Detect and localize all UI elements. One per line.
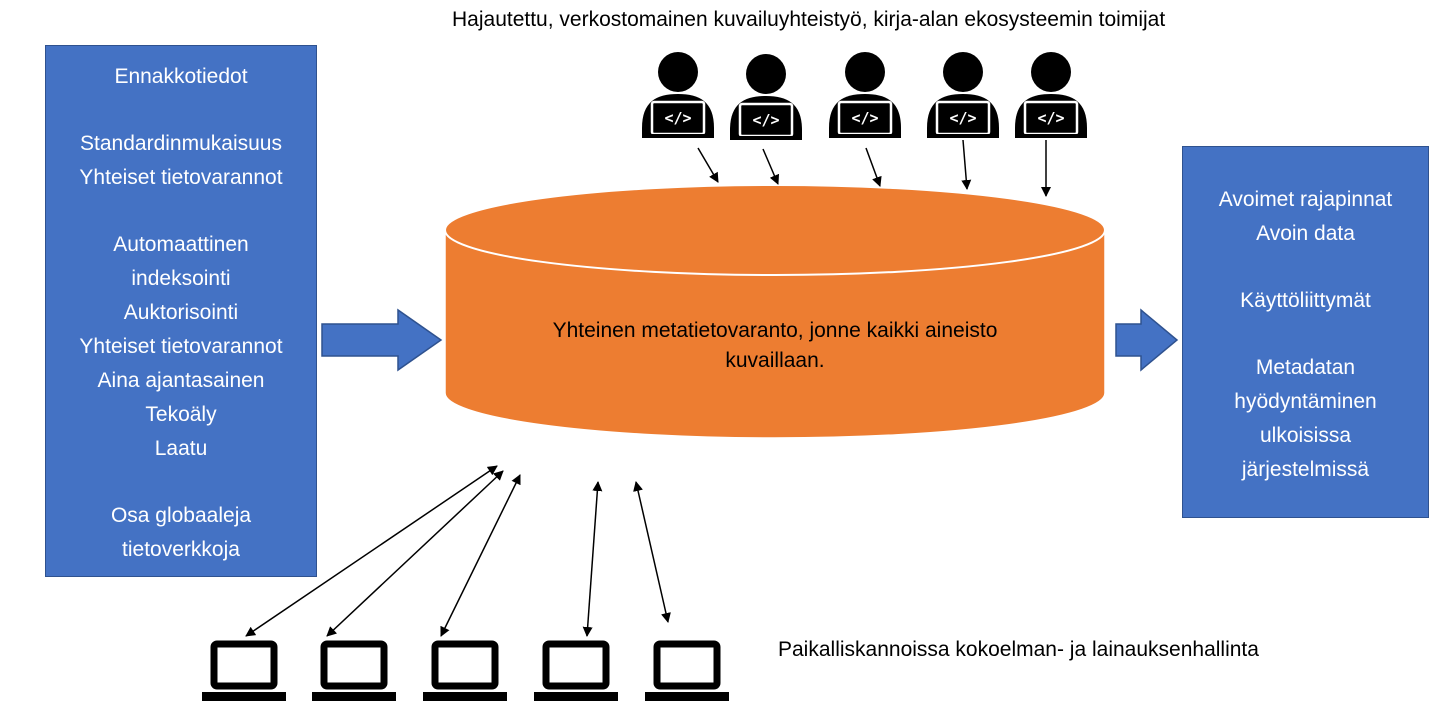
panel-item: Auktorisointi (123, 301, 239, 324)
laptop-icon (423, 640, 507, 701)
ecosystem-heading: Hajautettu, verkostomainen kuvailuyhteis… (452, 8, 1166, 31)
developer-icon: </> (829, 52, 901, 138)
panel-spacer (46, 195, 316, 228)
code-symbol: </> (1037, 109, 1064, 127)
bidirectional-arrow (582, 481, 603, 637)
panel-item: Ennakkotiedot (114, 65, 248, 88)
panel-item: ulkoisissa (1259, 424, 1352, 447)
developer-icon: </> (642, 52, 714, 138)
panel-spacer (46, 466, 316, 499)
developer-icons: </> </> </> </> </> (642, 52, 1087, 140)
panel-item: hyödyntäminen (1234, 390, 1377, 413)
repository-label-line: Yhteinen metatietovaranto, jonne kaikki … (552, 319, 998, 342)
code-symbol: </> (851, 109, 878, 127)
panel-item: Avoimet rajapinnat (1218, 188, 1393, 211)
panel-spacer (1183, 251, 1428, 284)
metadata-repository-cylinder (444, 184, 1106, 439)
repository-label-line: kuvaillaan. (725, 349, 825, 372)
panel-item: Aina ajantasainen (97, 369, 265, 392)
developer-arrow (762, 148, 780, 185)
bidirectional-arrow (326, 470, 504, 637)
panel-item: Osa globaaleja (110, 504, 252, 527)
panel-item: Standardinmukaisuus (80, 132, 282, 155)
panel-item: Käyttöliittymät (1240, 289, 1371, 312)
panel-item: Yhteiset tietovarannot (79, 166, 283, 189)
panel-item: Avoin data (1256, 222, 1355, 245)
laptop-icon (645, 640, 729, 701)
developer-arrow (865, 147, 882, 187)
panel-item: Yhteiset tietovarannot (79, 335, 283, 358)
local-systems-heading: Paikalliskannoissa kokoelman- ja lainauk… (778, 638, 1259, 661)
panel-spacer (46, 94, 316, 127)
laptop-icon (534, 640, 618, 701)
code-symbol: </> (949, 109, 976, 127)
panel-item: Laatu (154, 437, 208, 460)
panel-item: tietoverkkoja (122, 538, 240, 561)
laptop-icons (202, 640, 729, 701)
right-block-arrow (1115, 308, 1179, 372)
panel-item: indeksointi (131, 267, 231, 290)
code-symbol: </> (664, 109, 691, 127)
developer-icon: </> (1015, 52, 1087, 138)
code-symbol: </> (752, 111, 779, 129)
bidirectional-arrow (440, 474, 521, 637)
developer-connectors (697, 139, 1051, 197)
panel-item: Tekoäly (145, 403, 217, 426)
panel-spacer (1183, 318, 1428, 351)
left-block-arrow (321, 308, 443, 372)
local-system-connectors (245, 465, 671, 637)
developer-arrow (961, 139, 972, 190)
panel-item: järjestelmissä (1241, 458, 1370, 481)
developer-icon: </> (730, 54, 802, 140)
panel-item: Metadatan (1255, 356, 1356, 379)
bidirectional-arrow (633, 481, 671, 623)
laptop-icon (312, 640, 396, 701)
developer-arrow (697, 147, 719, 183)
laptop-icon (202, 640, 286, 701)
repository-label: Yhteinen metatietovaranto, jonne kaikki … (480, 316, 1070, 376)
panel-item: Automaattinen (113, 233, 249, 256)
developer-icon: </> (927, 52, 999, 138)
